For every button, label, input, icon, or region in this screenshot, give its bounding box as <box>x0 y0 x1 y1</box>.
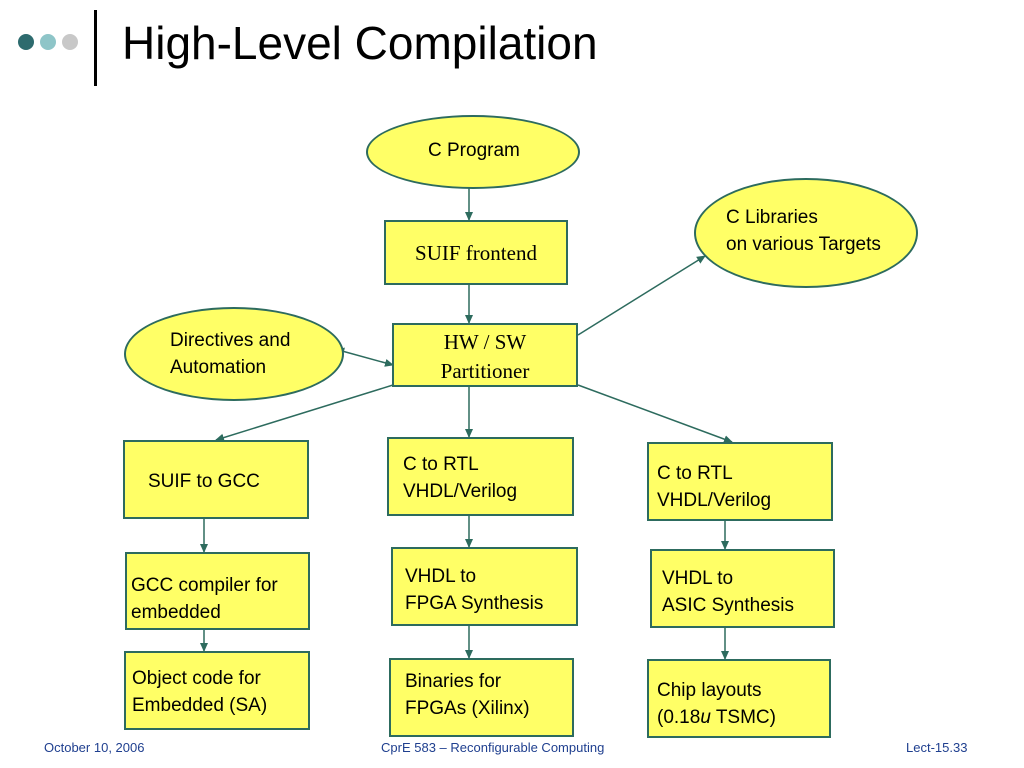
arrow-partitioner-to-libraries <box>577 255 706 336</box>
chip-layouts-post: TSMC) <box>710 707 776 728</box>
vhdl-asic-line-1: VHDL to <box>662 568 734 589</box>
slide-title: High-Level Compilation <box>122 17 598 69</box>
dark-teal-dot-icon <box>18 34 34 50</box>
suif-to-gcc-label: SUIF to GCC <box>148 471 260 492</box>
vhdl-fpga-node: VHDL to FPGA Synthesis <box>391 547 578 626</box>
vhdl-fpga-line-1: VHDL to <box>405 566 477 587</box>
arrow-directives-partitioner <box>335 347 394 367</box>
footer-course: CprE 583 – Reconfigurable Computing <box>381 740 605 755</box>
directives-line-2: Automation <box>170 357 267 378</box>
c-libraries-line-2: on various Targets <box>726 234 881 255</box>
directives-line-1: Directives and <box>170 330 291 351</box>
c-to-rtl-asic-line-2: VHDL/Verilog <box>657 490 772 511</box>
vhdl-asic-node: VHDL to ASIC Synthesis <box>650 549 835 628</box>
footer-date: October 10, 2006 <box>44 740 145 755</box>
c-to-rtl-fpga-node: C to RTL VHDL/Verilog <box>387 437 574 516</box>
vhdl-fpga-line-2: FPGA Synthesis <box>405 593 544 614</box>
partitioner-line-1: HW / SW <box>443 330 527 354</box>
chip-layouts-node: Chip layouts (0.18u TSMC) <box>647 659 831 738</box>
chip-layouts-italic-unit: u <box>700 707 711 728</box>
arrow-partitioner-to-rtl-asic <box>577 384 733 443</box>
directives-node: Directives and Automation <box>124 307 344 401</box>
binaries-line-2: FPGAs (Xilinx) <box>405 698 530 719</box>
binaries-line-1: Binaries for <box>405 671 502 692</box>
gcc-compiler-line-2: embedded <box>131 602 221 623</box>
light-teal-dot-icon <box>40 34 56 50</box>
c-libraries-line-1: C Libraries <box>726 207 818 228</box>
object-code-line-2: Embedded (SA) <box>132 695 268 716</box>
partitioner-line-2: Partitioner <box>440 359 530 383</box>
chip-layouts-line-2: (0.18u TSMC) <box>657 704 829 731</box>
object-code-line-1: Object code for <box>132 668 261 689</box>
suif-to-gcc-node: SUIF to GCC <box>123 440 309 519</box>
suif-frontend-node: SUIF frontend <box>384 220 568 285</box>
chip-layouts-line-1: Chip layouts <box>657 680 762 701</box>
c-program-node: C Program <box>366 115 580 189</box>
gcc-compiler-line-1: GCC compiler for <box>131 575 278 596</box>
vhdl-asic-line-2: ASIC Synthesis <box>662 595 794 616</box>
c-to-rtl-fpga-line-1: C to RTL <box>403 454 479 475</box>
arrow-partitioner-to-suif-gcc <box>215 384 394 442</box>
title-divider <box>94 10 97 86</box>
footer-lecture: Lect-15.33 <box>906 740 968 755</box>
partitioner-node: HW / SW Partitioner <box>392 323 578 387</box>
chip-layouts-pre: (0.18 <box>657 707 701 728</box>
c-program-label: C Program <box>428 140 520 161</box>
gcc-compiler-node: GCC compiler for embedded <box>125 552 310 630</box>
suif-frontend-label: SUIF frontend <box>415 241 537 265</box>
c-to-rtl-asic-node: C to RTL VHDL/Verilog <box>647 442 833 521</box>
c-libraries-node: C Libraries on various Targets <box>694 178 918 288</box>
object-code-node: Object code for Embedded (SA) <box>124 651 310 730</box>
c-to-rtl-fpga-line-2: VHDL/Verilog <box>403 481 518 502</box>
gray-dot-icon <box>62 34 78 50</box>
c-to-rtl-asic-line-1: C to RTL <box>657 463 733 484</box>
binaries-node: Binaries for FPGAs (Xilinx) <box>389 658 574 737</box>
